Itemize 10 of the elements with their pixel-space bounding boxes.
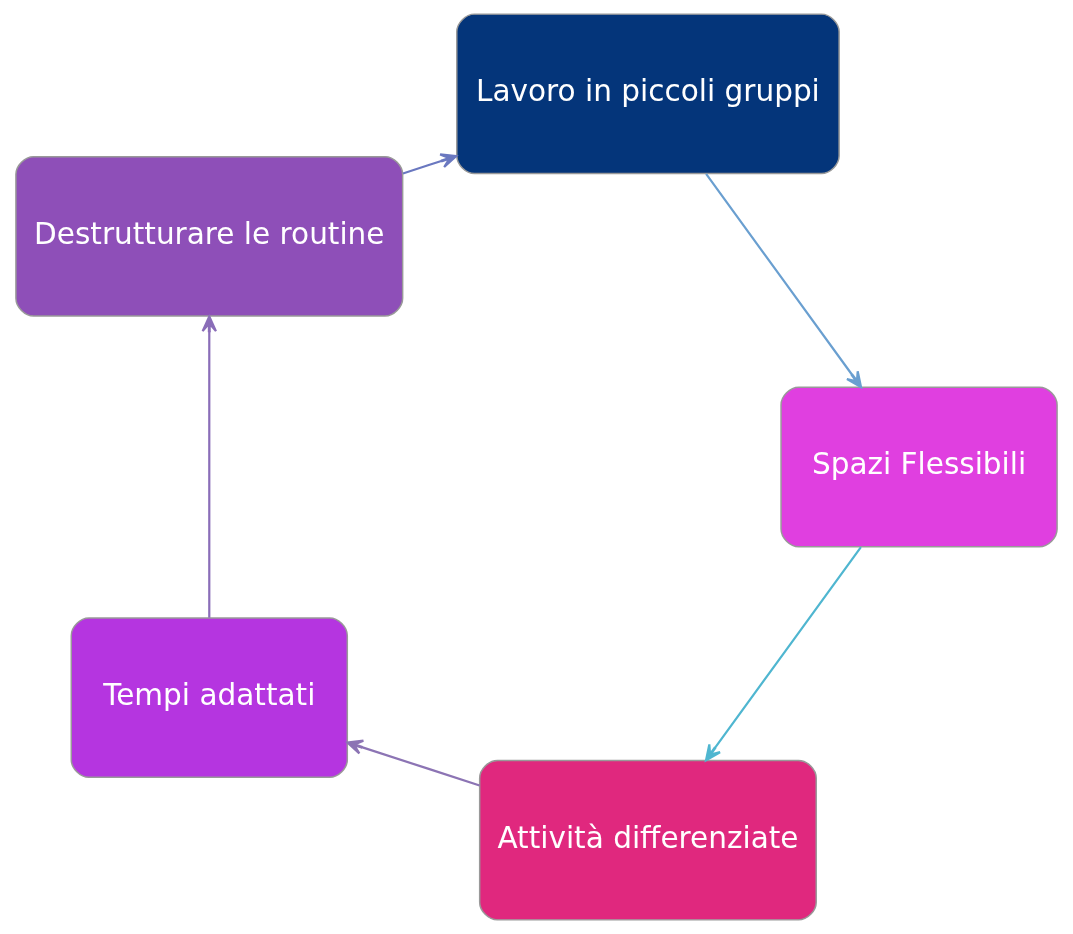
arrow xyxy=(201,315,218,618)
node-box: Spazi Flessibili xyxy=(780,386,1058,548)
arrow xyxy=(402,153,458,175)
node-box: Destrutturare le routine xyxy=(15,155,404,317)
arrow xyxy=(346,739,480,787)
arrow xyxy=(704,546,862,762)
arrow xyxy=(705,173,863,389)
node-box: Attività differenziate xyxy=(478,759,817,921)
node-box: Tempi adattati xyxy=(70,617,349,779)
node-box: Lavoro in piccoli gruppi xyxy=(456,13,840,175)
